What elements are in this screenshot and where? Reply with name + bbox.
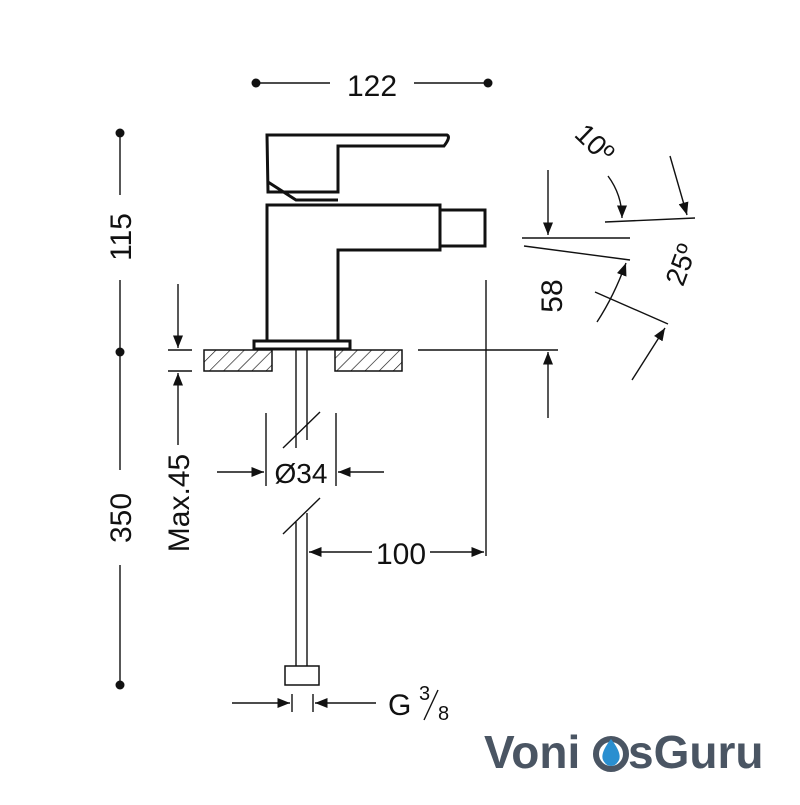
faucet-body <box>252 133 487 351</box>
spout-height-label: 58 <box>536 279 569 312</box>
max-thickness-label: Max.45 <box>163 454 196 552</box>
connection-label-main: G <box>388 689 411 722</box>
countertop <box>203 349 403 372</box>
thickness-dimension: Max.45 <box>163 284 196 552</box>
supply-pipe <box>282 349 321 686</box>
width-label: 122 <box>347 70 397 103</box>
width-dimension: 122 <box>251 70 493 103</box>
spout-height-dimension: 58 <box>418 170 630 418</box>
connection-label-den: 8 <box>438 703 449 725</box>
connection-label-num: 3 <box>419 683 430 705</box>
hole-diameter-label: Ø34 <box>275 458 328 489</box>
reach-label: 100 <box>376 538 426 571</box>
angle-lower-label: 25º <box>659 240 702 289</box>
water-drop-icon <box>593 736 629 772</box>
reach-dimension: 100 <box>309 280 487 571</box>
top-height-label: 115 <box>105 213 138 261</box>
bottom-height-label: 350 <box>105 493 138 543</box>
angle-dimensions: 10º 25º <box>523 118 703 381</box>
logo-text-left: Voni <box>484 726 580 778</box>
connection-dimension: G 3 8 <box>232 683 449 725</box>
logo-text-right: sGuru <box>628 726 763 778</box>
hole-diameter-dimension: Ø34 <box>217 413 384 489</box>
vonios-guru-logo: Voni sGuru <box>484 726 763 778</box>
angle-upper-label: 10º <box>569 118 620 169</box>
height-dimension: 115 350 <box>105 128 138 690</box>
